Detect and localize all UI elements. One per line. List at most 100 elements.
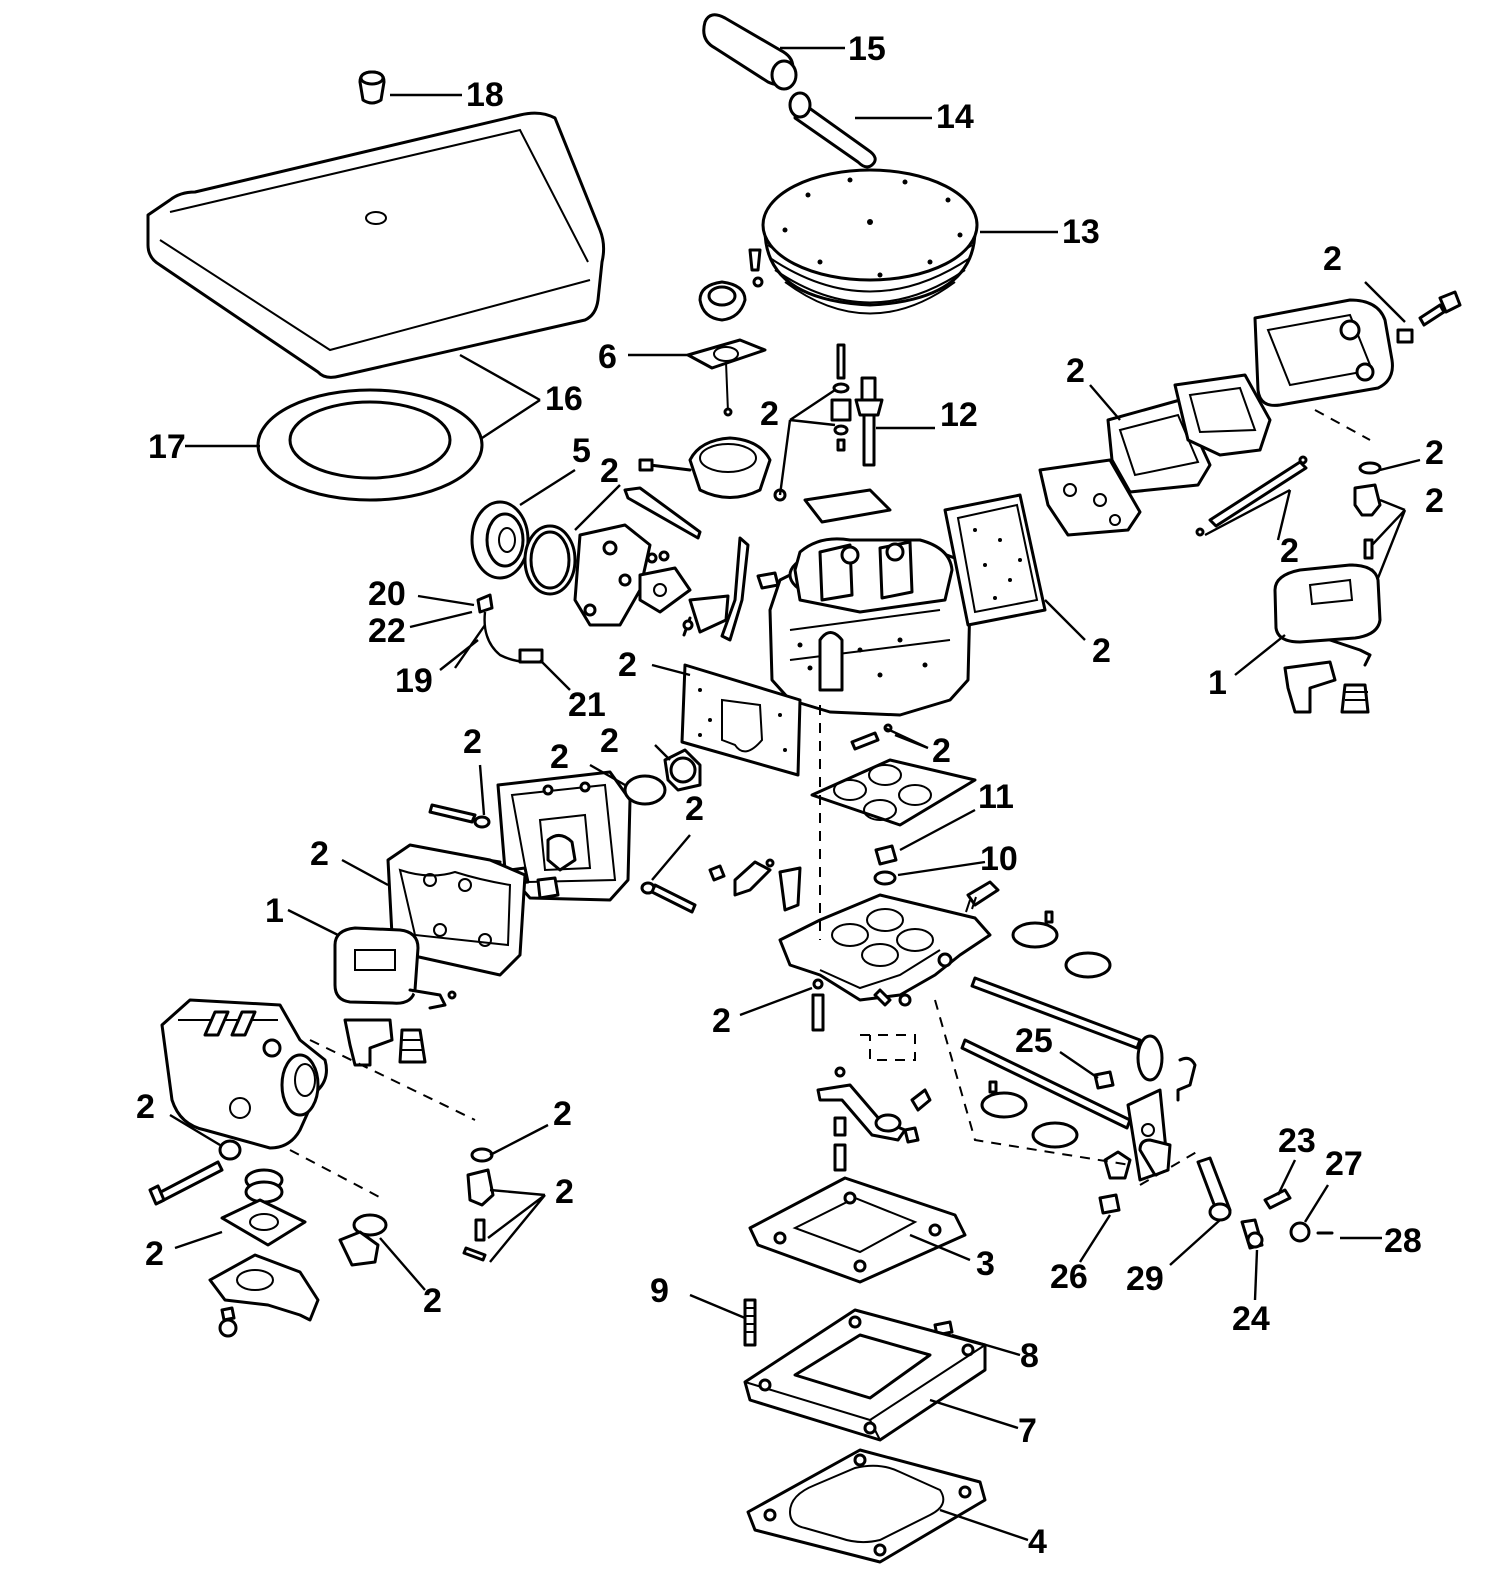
pump-diaphragm [220,1198,307,1247]
callout-20: 20 [368,575,406,613]
callout-2: 2 [550,738,569,776]
callout-21: 21 [568,686,606,724]
callout-28: 28 [1384,1222,1422,1260]
callout-2: 2 [685,790,704,828]
callout-9: 9 [650,1272,669,1310]
fuel-bowl-left [160,998,328,1150]
choke-wire [476,593,544,664]
washer-10 [873,870,897,886]
callout-2: 2 [310,835,329,873]
callout-2: 2 [553,1095,572,1133]
callout-2: 2 [1425,482,1444,520]
power-valve [338,1213,388,1267]
callout-27: 27 [1325,1145,1363,1183]
callout-2: 2 [136,1088,155,1126]
needle-seat-left [462,1147,495,1262]
callout-11: 11 [978,778,1014,816]
callout-3: 3 [976,1245,995,1283]
callout-1: 1 [265,892,284,930]
fuel-bowl-right [1253,298,1414,407]
small-pin [850,723,893,751]
air-cleaner-element [256,388,484,502]
callout-2: 2 [618,646,637,684]
idle-screw [965,880,1000,913]
screw-left-bowl [148,1139,242,1206]
oring-left [623,774,667,806]
bolt-center [811,978,825,1032]
float-left [333,926,457,1067]
nut-25 [1093,1070,1115,1090]
choke-housing [638,436,772,499]
screw-23 [1263,1188,1292,1210]
callout-16: 16 [545,380,583,418]
callout-2: 2 [600,452,619,490]
callout-7: 7 [1018,1412,1037,1450]
metering-block-left [496,770,632,902]
callout-1: 1 [1208,664,1227,702]
needle-seat-right [1350,461,1382,577]
pump-spring [244,1168,284,1204]
throttle-lever [1103,1138,1172,1180]
throttle-shafts [960,976,1170,1182]
alignment-lines [289,409,1371,1201]
leader-lines [169,46,1421,1542]
bowl-screw-right [1418,290,1462,327]
screw-left-mid [640,881,697,914]
callout-2: 2 [1280,532,1299,570]
callout-2: 2 [1092,632,1111,670]
callout-2: 2 [145,1235,164,1273]
callout-24: 24 [1232,1300,1270,1338]
choke-pulloff [686,248,767,417]
fuel-bowl-right-inner [1173,373,1272,457]
metering-plate-right [943,493,1047,627]
spacer-7 [743,1308,987,1442]
callout-19: 19 [395,662,433,700]
vent-hose [702,13,798,91]
pump-screw [218,1306,238,1338]
callout-23: 23 [1278,1122,1316,1160]
balance-tube [1195,455,1308,537]
callout-2: 2 [1425,434,1444,472]
callout-2: 2 [1323,240,1342,278]
vent-tube [788,91,877,169]
linkage-bracket [708,858,802,912]
choke-thermostat [470,486,780,642]
pump-lever [816,1066,932,1172]
callout-2: 2 [932,732,951,770]
flame-arrestor [761,168,979,315]
callout-26: 26 [1050,1258,1088,1296]
screw-24 [1240,1218,1264,1250]
wing-nut [358,70,386,105]
callout-2: 2 [760,395,779,433]
callout-13: 13 [1062,213,1100,251]
float-right [1273,563,1382,714]
nut-26 [1098,1193,1121,1215]
callout-8: 8 [1020,1337,1039,1375]
throttle-plates [980,910,1112,1149]
metering-gasket-right [1038,458,1142,537]
callout-labels: 15 14 18 13 2 16 17 6 2 12 2 2 2 2 2 1 5… [136,30,1444,1561]
throttle-body [778,893,992,1007]
gasket-3 [748,1176,967,1284]
callout-2: 2 [712,1002,731,1040]
callout-12: 12 [940,396,978,434]
callout-2: 2 [463,723,482,761]
washer-27 [1289,1221,1311,1243]
callout-25: 25 [1015,1022,1053,1060]
carburetor-main-body [768,537,972,717]
callout-2: 2 [600,722,619,760]
metering-gasket-center [680,663,802,777]
callout-4: 4 [1028,1523,1047,1561]
callout-10: 10 [980,840,1018,878]
linkage-rod [1176,1056,1197,1102]
inlet-fitting [663,748,702,792]
callout-6: 6 [598,338,617,376]
callout-2: 2 [1066,352,1085,390]
lever-29 [1196,1156,1232,1222]
callout-2: 2 [555,1173,574,1211]
screw-left-top [428,803,491,829]
stud-bolt [773,343,884,502]
callout-15: 15 [848,30,886,68]
callout-17: 17 [148,428,186,466]
